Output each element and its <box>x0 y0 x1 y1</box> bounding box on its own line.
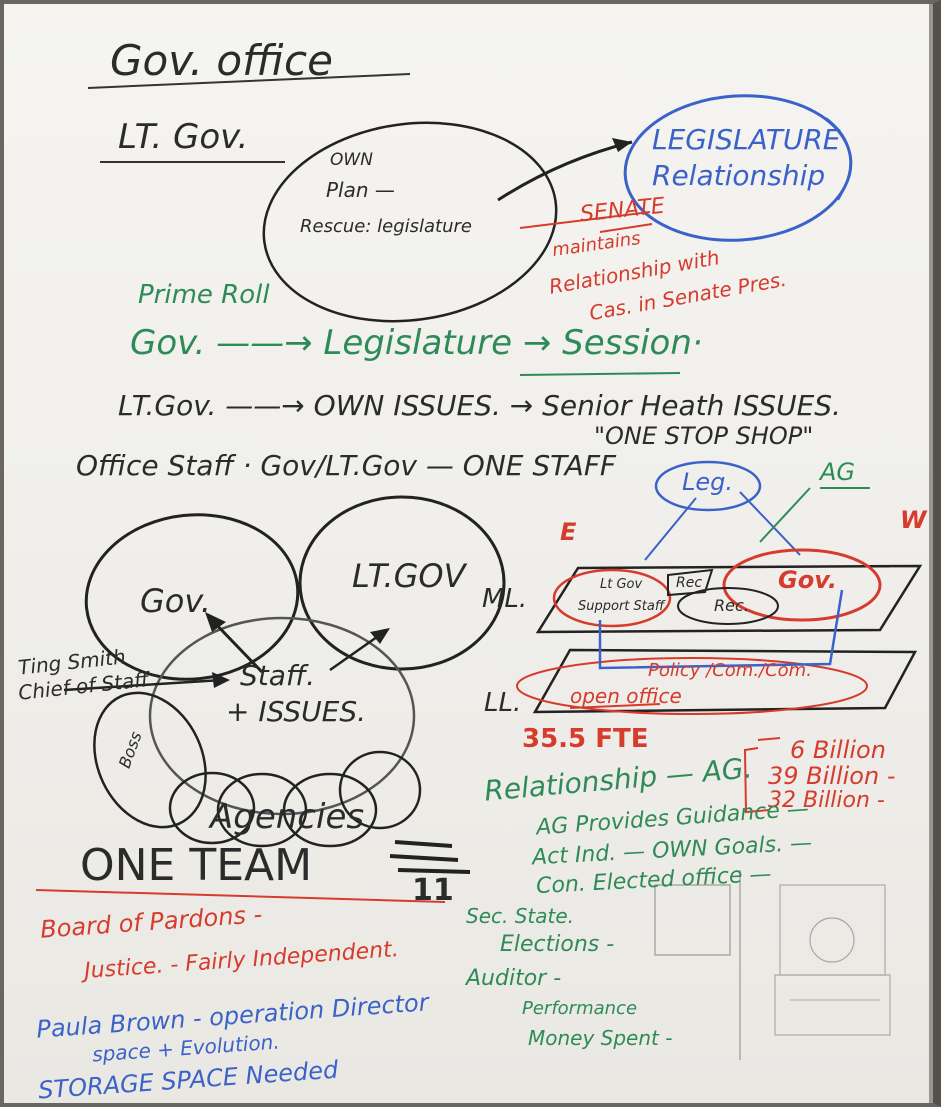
gov-legislature-session: Gov. ——→ Legislature → Session· <box>130 323 703 363</box>
ltgov-circle-label: LT.GOV <box>352 557 466 595</box>
rec-label-2: Rec. <box>714 596 749 615</box>
legislature-label: LEGISLATURE <box>652 123 841 156</box>
page-number: 11 <box>412 873 454 908</box>
fte-label: 35.5 FTE <box>522 724 649 754</box>
plan-label: Plan — <box>326 178 395 202</box>
billion-32: 32 Billion - <box>768 788 885 813</box>
gov-circle-label: Gov. <box>140 582 211 620</box>
prime-roll-label: Prime Roll <box>138 280 270 310</box>
leg-label: Leg. <box>682 468 733 496</box>
one-team-heading: ONE TEAM <box>80 840 313 891</box>
w-label: W <box>900 506 927 534</box>
own-label: OWN <box>330 150 373 170</box>
rescue-label: Rescue: legislature <box>300 216 472 237</box>
gov-plane-label: Gov. <box>778 566 837 594</box>
ltgov-support-line-1: Lt Gov <box>600 577 643 592</box>
ag-label: AG <box>820 458 856 486</box>
ltgov-own-issues: LT.Gov. ——→ OWN ISSUES. → Senior Heath I… <box>118 389 841 422</box>
staff-label: Staff. <box>240 659 316 692</box>
rec-label-1: Rec <box>676 575 703 591</box>
money-spent-label: Money Spent - <box>528 1026 673 1050</box>
lt-gov-heading: LT. Gov. <box>118 117 249 157</box>
policy-label: Policy /Com./Com. <box>648 660 812 681</box>
office-staff-line: Office Staff · Gov/LT.Gov — ONE STAFF <box>76 449 617 482</box>
relationship-label: Relationship <box>652 159 826 192</box>
issues-label: + ISSUES. <box>226 695 367 728</box>
performance-label: Performance <box>522 998 638 1019</box>
ll-label: LL. <box>484 688 522 718</box>
auditor-label: Auditor - <box>466 966 562 991</box>
title-gov-office: Gov. office <box>110 36 333 85</box>
one-stop-shop: "ONE STOP SHOP" <box>594 422 814 450</box>
billion-39: 39 Billion - <box>768 762 896 790</box>
ml-label: ML. <box>482 584 528 614</box>
elections-label: Elections - <box>500 932 615 957</box>
e-label: E <box>560 518 577 546</box>
sec-state-label: Sec. State. <box>466 904 575 928</box>
agencies-label: Agencies <box>210 797 365 837</box>
ltgov-support-line-2: Support Staff <box>578 599 665 614</box>
open-office-label: open office <box>570 684 682 708</box>
billion-6: 6 Billion <box>790 736 886 764</box>
